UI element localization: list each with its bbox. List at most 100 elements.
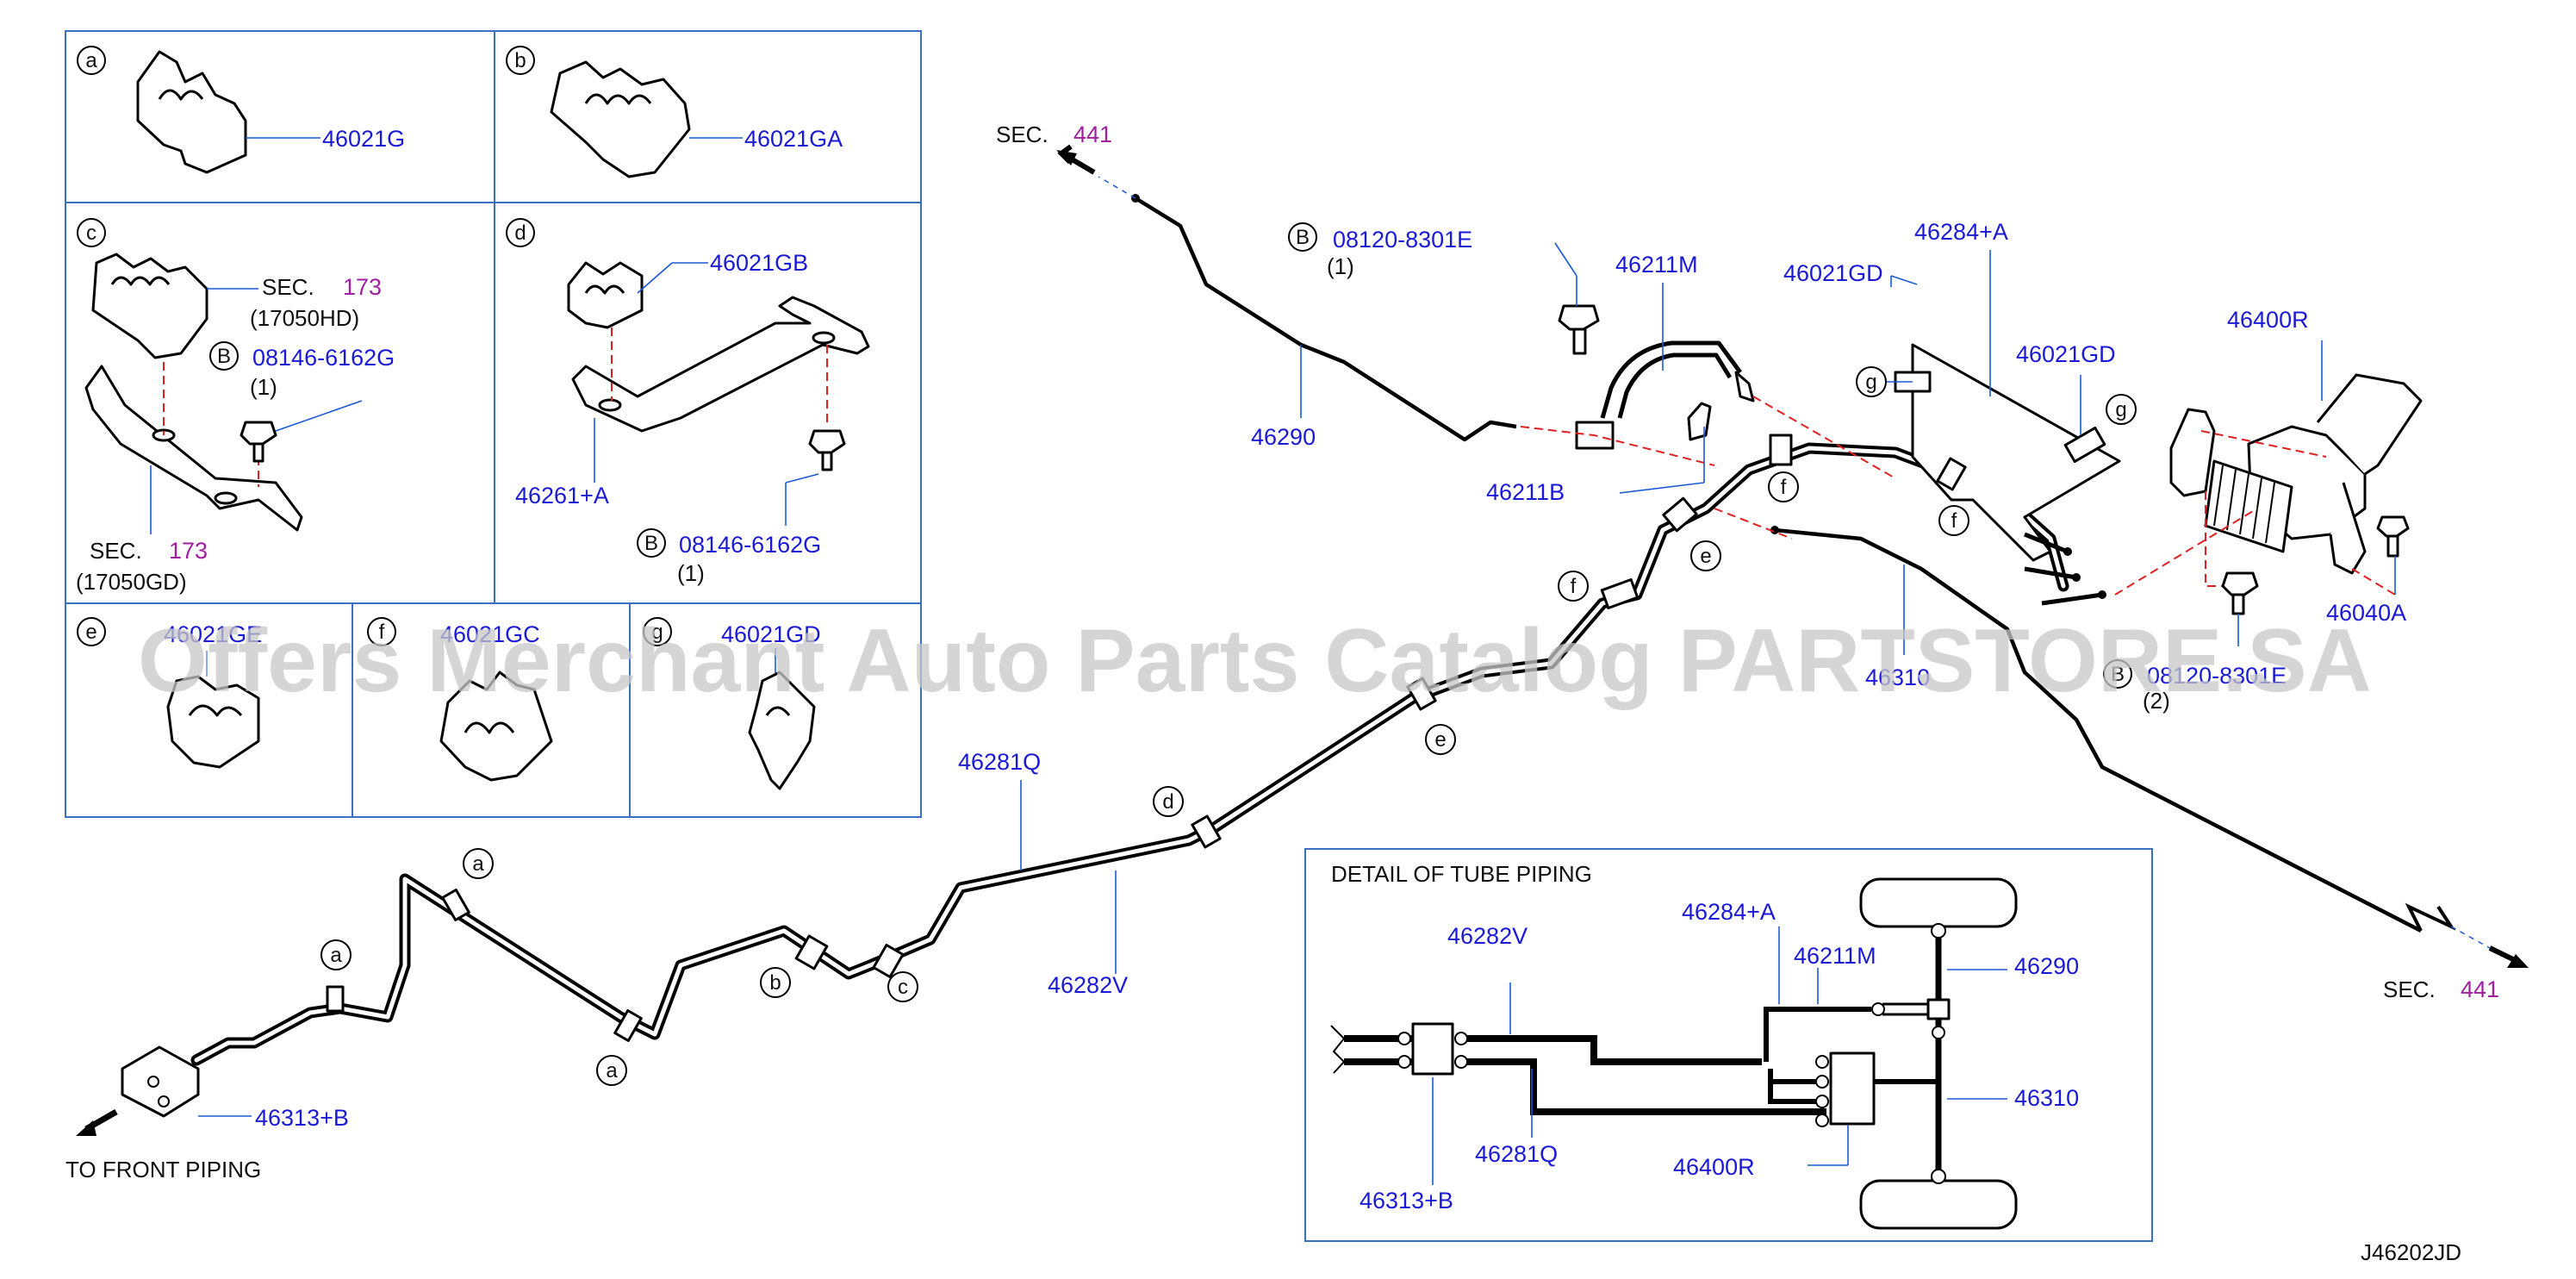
bolt1-qty: (1) [1327, 253, 1354, 279]
detail-46211M: 46211M [1794, 943, 1876, 969]
bracket-46284A-icon [1911, 343, 2121, 562]
inset-c-letter: c [86, 221, 96, 245]
svg-text:d: d [1162, 790, 1173, 814]
watermark: Offers Merchant Auto Parts Catalog PARTS… [138, 611, 2372, 711]
bolt1-b: B [1296, 226, 1310, 249]
bolt2-part: 08120-8301E [2147, 663, 2287, 689]
label-46040A: 46040A [2326, 600, 2406, 626]
diagram-code: J46202JD [2361, 1239, 2461, 1265]
inset-c-sec-num: 173 [343, 274, 382, 300]
inset-g: g 46021GD [643, 617, 821, 790]
main-pipe-clips [326, 434, 1967, 1042]
sec-top-label: SEC. [996, 122, 1048, 147]
bolt2-b: B [2111, 663, 2125, 686]
clip-46021G-icon [136, 50, 247, 174]
inset-e-letter: e [85, 621, 96, 644]
sec-bottom-label: SEC. [2383, 976, 2436, 1002]
inset-b-letter: b [514, 49, 526, 72]
svg-text:a: a [330, 944, 342, 967]
clip-46021GE-icon [166, 675, 260, 769]
svg-text:f: f [1951, 509, 1957, 533]
inset-g-part: 46021GD [721, 621, 821, 647]
wheel-top-icon [1859, 877, 2018, 928]
wheel-bottom-icon [1859, 1179, 2018, 1230]
svg-text:a: a [606, 1059, 618, 1082]
svg-text:e: e [1700, 545, 1711, 568]
inset-d-letter: d [514, 221, 526, 245]
inset-b: b 46021GA [506, 46, 843, 178]
inset-c-sec2-label: SEC. [90, 538, 142, 564]
label-46290: 46290 [1251, 424, 1316, 450]
detail-46310: 46310 [2014, 1085, 2079, 1111]
detail-46400R: 46400R [1673, 1154, 1755, 1180]
bolt1-part: 08120-8301E [1333, 227, 1472, 253]
inset-e: e 46021GE [77, 617, 262, 769]
label-46313B: 46313+B [255, 1105, 349, 1131]
bolt-08120-8301E-top-icon [1558, 304, 1600, 355]
svg-text:c: c [898, 976, 908, 999]
main-labels: SEC. 441 B 08120-8301E (1) 46290 46211M … [65, 122, 2499, 1182]
main-pipe-route [190, 442, 2069, 1066]
label-46211B: 46211B [1486, 479, 1565, 505]
inset-d: d 46021GB 46261+A B 08146-6162G (1) [506, 218, 870, 586]
label-46021GD-1: 46021GD [1783, 260, 1883, 286]
svg-text:a: a [472, 852, 484, 876]
inset-c-sec-label: SEC. [262, 274, 314, 300]
detail-46284A: 46284+A [1682, 899, 1776, 925]
bolt-08146-6162G-c-icon [240, 421, 277, 463]
bracket-plate-icon [2169, 408, 2216, 497]
svg-text:g: g [1865, 371, 1876, 394]
inset-c-bolt-qty: (1) [250, 374, 277, 400]
bolt-08146-6162G-d-icon [808, 429, 846, 471]
bracket-17050GD-icon [84, 365, 303, 532]
to-front-piping: TO FRONT PIPING [65, 1157, 261, 1182]
bolt-46040A-icon [2376, 515, 2410, 558]
detail-46290: 46290 [2014, 953, 2079, 979]
detail-46282V: 46282V [1447, 923, 1528, 949]
svg-text:f: f [1571, 575, 1577, 598]
label-46284A: 46284+A [1914, 219, 2008, 245]
inset-c-sec2-num: 173 [169, 538, 208, 564]
svg-text:f: f [1781, 476, 1787, 499]
inset-d-bracket-part: 46261+A [515, 483, 609, 508]
svg-text:b: b [769, 971, 781, 995]
label-46400R: 46400R [2227, 307, 2309, 333]
sec-bottom-num: 441 [2461, 976, 2499, 1002]
main-callouts: a a a b c d e e f f f g g [320, 366, 2137, 1086]
inset-f-part: 46021GC [440, 621, 540, 647]
inset-c-bolt-b: B [217, 345, 231, 368]
clip-46021GD-icon [748, 671, 816, 790]
svg-text:g: g [2115, 398, 2126, 421]
inset-a-part: 46021G [322, 126, 405, 152]
inset-c-bolt-part: 08146-6162G [252, 345, 395, 371]
inset-f: f 46021GC [367, 617, 553, 782]
inset-e-part: 46021GE [164, 621, 262, 647]
label-46310: 46310 [1865, 664, 1930, 690]
clip-46021GB-icon [567, 261, 644, 329]
inset-c: c SEC. 173 (17050HD) B 08146-6162G (1) S… [76, 218, 395, 595]
inset-c-sec2-code: (17050GD) [76, 569, 187, 595]
inset-d-clip-part: 46021GB [710, 250, 808, 276]
bolt2-qty: (2) [2143, 688, 2170, 714]
label-46211M: 46211M [1615, 252, 1698, 278]
detail-title: DETAIL OF TUBE PIPING [1331, 861, 1592, 887]
inset-g-letter: g [651, 621, 663, 644]
inset-a-letter: a [85, 49, 97, 72]
inset-d-bolt-qty: (1) [677, 560, 705, 586]
label-46282V: 46282V [1048, 972, 1128, 998]
hose-46211M [1600, 340, 1743, 419]
inset-b-part: 46021GA [744, 126, 843, 152]
clip-17050HD-icon [91, 253, 208, 359]
main-leaders [1020, 283, 1905, 974]
clip-46211B-icon [1687, 402, 1712, 441]
inset-a: a 46021G [77, 46, 405, 174]
clip-g2-icon [2063, 426, 2106, 464]
pipe-46290 [1134, 197, 1517, 442]
detail-46313B: 46313+B [1360, 1188, 1453, 1213]
label-46281Q: 46281Q [958, 749, 1041, 775]
inset-d-bolt-b: B [644, 532, 658, 555]
inset-grid [65, 30, 922, 818]
clip-46021GA-icon [550, 60, 691, 178]
inset-f-letter: f [379, 621, 385, 644]
